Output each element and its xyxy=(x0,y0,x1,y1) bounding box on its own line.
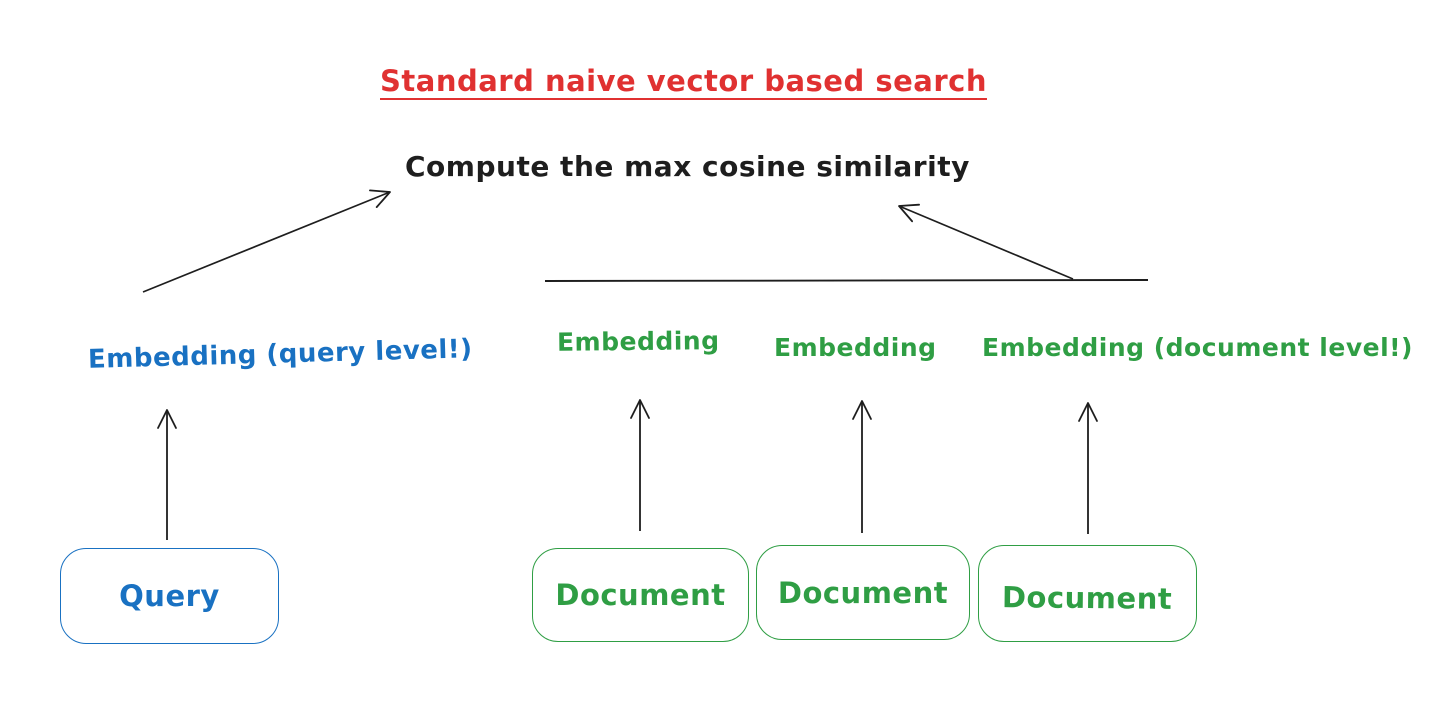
arrow-query-embedding-to-compute-icon xyxy=(142,189,391,293)
document-node-2: Document xyxy=(756,545,970,640)
query-node-label: Query xyxy=(119,579,220,613)
document-embedding-label-2: Embedding xyxy=(774,333,937,362)
compute-max-cosine-similarity-label: Compute the max cosine similarity xyxy=(405,150,970,183)
document-node-1: Document xyxy=(532,548,749,642)
arrow-doc-embeddings-to-compute-icon xyxy=(898,203,1074,280)
document-node-label: Document xyxy=(1002,579,1173,616)
document-node-3: Document xyxy=(978,545,1197,642)
document-embedding-label-1: Embedding xyxy=(556,326,720,357)
document-node-label: Document xyxy=(777,575,949,610)
document-embeddings-group-line xyxy=(544,279,1149,282)
query-node: Query xyxy=(60,548,279,644)
diagram-title: Standard naive vector based search xyxy=(380,64,987,98)
document-node-label: Document xyxy=(555,578,726,612)
document-embedding-label-3: Embedding (document level!) xyxy=(982,333,1413,362)
